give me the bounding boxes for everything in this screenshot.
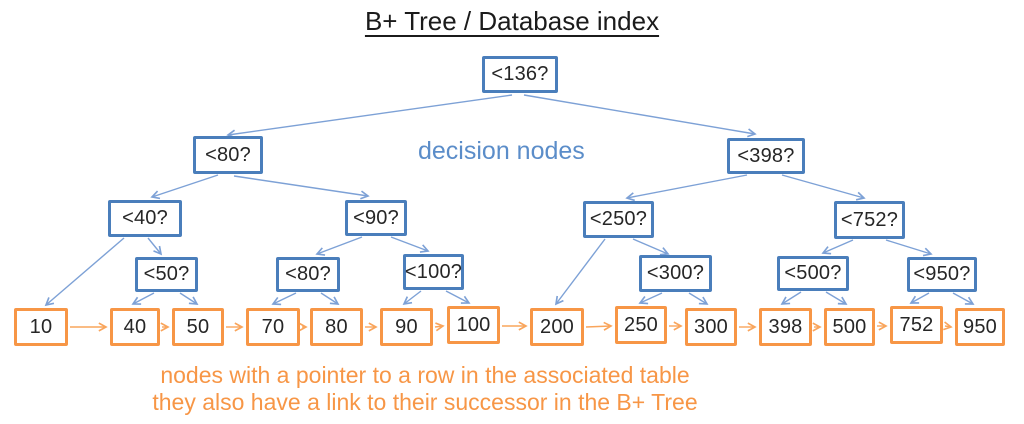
decision-nodes-label: decision nodes: [418, 137, 585, 165]
edge-90-to-100: [390, 236, 430, 253]
edge-90-to-80: [315, 236, 363, 256]
leaf-node-40: 40: [110, 308, 160, 346]
edge-398-to-250: [625, 174, 748, 202]
leaf-link-90-to-100: [434, 322, 445, 332]
decision-node-50: <50?: [135, 257, 198, 292]
edge-80-to-90: [233, 175, 370, 200]
leaf-node-950: 950: [955, 308, 1005, 346]
decision-edges: [44, 94, 975, 307]
leaf-node-752: 752: [890, 306, 943, 344]
leaf-node-100: 100: [447, 306, 500, 344]
edge-300-to-leaf-250: [638, 292, 663, 305]
edge-250-to-leaf-200: [554, 238, 606, 306]
leaf-node-70: 70: [246, 308, 300, 346]
leaf-links: [70, 321, 953, 332]
caption-line-1: nodes with a pointer to a row in the ass…: [160, 362, 690, 388]
edge-50-to-leaf-40: [131, 292, 155, 305]
decision-node-752: <752?: [834, 201, 905, 239]
edge-752-to-950: [885, 239, 933, 257]
edge-80-to-leaf-80: [320, 292, 340, 305]
decision-node-398: <398?: [727, 138, 805, 174]
edge-40-to-50: [147, 237, 163, 256]
leaf-node-10: 10: [14, 308, 68, 346]
leaf-link-200-to-250: [585, 321, 613, 331]
decision-node-100: <100?: [403, 254, 464, 290]
decision-node-80b: <80?: [276, 257, 340, 292]
decision-node-500: <500?: [777, 256, 849, 291]
leaf-node-398: 398: [759, 308, 812, 346]
decision-node-136: <136?: [482, 56, 558, 93]
decision-node-80: <80?: [193, 136, 263, 174]
decision-node-90: <90?: [345, 200, 407, 236]
decision-node-40: <40?: [108, 200, 182, 237]
decision-node-300: <300?: [639, 255, 712, 292]
edge-500-to-leaf-398: [780, 291, 802, 305]
leaf-node-500: 500: [824, 308, 875, 346]
edge-950-to-leaf-752: [909, 292, 930, 304]
leaf-nodes-caption: nodes with a pointer to a row in the ass…: [0, 362, 850, 416]
edge-950-to-leaf-950: [952, 292, 975, 305]
edge-50-to-leaf-50: [179, 292, 199, 305]
edge-136-to-80: [226, 94, 513, 139]
leaf-node-90: 90: [380, 308, 433, 346]
edge-250-to-300: [632, 238, 670, 256]
decision-node-950: <950?: [907, 257, 977, 292]
edge-80-to-leaf-70: [271, 292, 297, 306]
decision-node-250: <250?: [583, 201, 654, 238]
leaf-node-200: 200: [530, 308, 584, 346]
caption-line-2: they also have a link to their successor…: [152, 389, 698, 415]
edge-300-to-leaf-300: [688, 292, 709, 305]
leaf-node-250: 250: [615, 306, 667, 344]
edge-500-to-leaf-500: [825, 291, 848, 305]
leaf-node-80: 80: [310, 308, 363, 346]
edge-80-to-40: [150, 174, 219, 200]
leaf-node-50: 50: [172, 308, 224, 346]
leaf-link-752-to-950: [943, 321, 953, 331]
edge-398-to-752: [781, 174, 866, 201]
edge-752-to-500: [821, 239, 854, 255]
edge-100-to-leaf-100: [445, 290, 471, 304]
diagram-title: B+ Tree / Database index: [364, 6, 660, 36]
edge-136-to-398: [523, 94, 757, 138]
leaf-node-300: 300: [685, 308, 737, 346]
edge-40-to-leaf-10: [44, 237, 125, 307]
edge-100-to-leaf-90: [402, 290, 422, 306]
